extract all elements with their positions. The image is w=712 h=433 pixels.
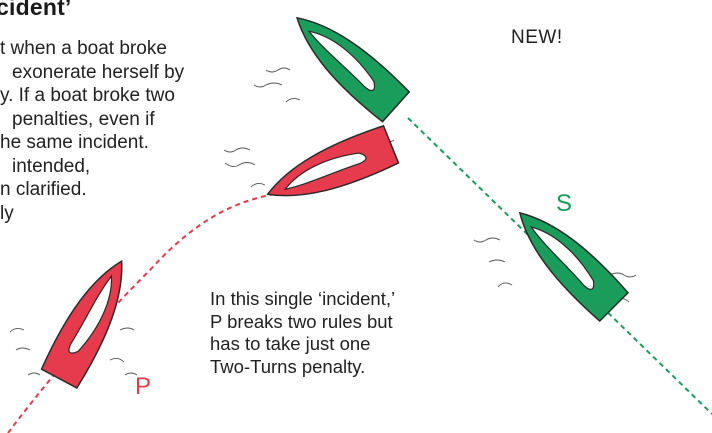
port-course-line: [7, 192, 281, 433]
body-line: ly: [0, 202, 14, 224]
caption-line: In this single ‘incident,’: [210, 288, 396, 309]
body-line: exonerate herself by: [12, 61, 185, 83]
starboard-course-line: [407, 117, 712, 415]
boat-label-s: S: [556, 190, 573, 217]
body-line: intended,: [12, 155, 91, 177]
boat-label-p: P: [135, 373, 152, 400]
body-line: y. If a boat broke two: [0, 85, 175, 106]
caption-line: Two-Turns penalty.: [210, 355, 366, 377]
body-line: penalties, even if: [12, 108, 155, 130]
body-line: n clarified.: [0, 179, 87, 200]
caption-line: P breaks two rules but: [210, 310, 393, 332]
red-boat-p: [39, 250, 142, 390]
caption: In this single ‘incident,’ P breaks two …: [210, 288, 396, 378]
caption-line: has to take just one: [210, 333, 371, 354]
red-boat-middle: [258, 124, 400, 215]
body-line: t when a boat broke: [0, 38, 167, 59]
green-boat-top: [282, 1, 411, 124]
new-badge: NEW!: [511, 27, 563, 48]
body-text: t when a boat broke exonerate herself by…: [0, 37, 184, 225]
section-title: cident’: [0, 0, 72, 20]
body-line: he same incident.: [0, 132, 149, 153]
